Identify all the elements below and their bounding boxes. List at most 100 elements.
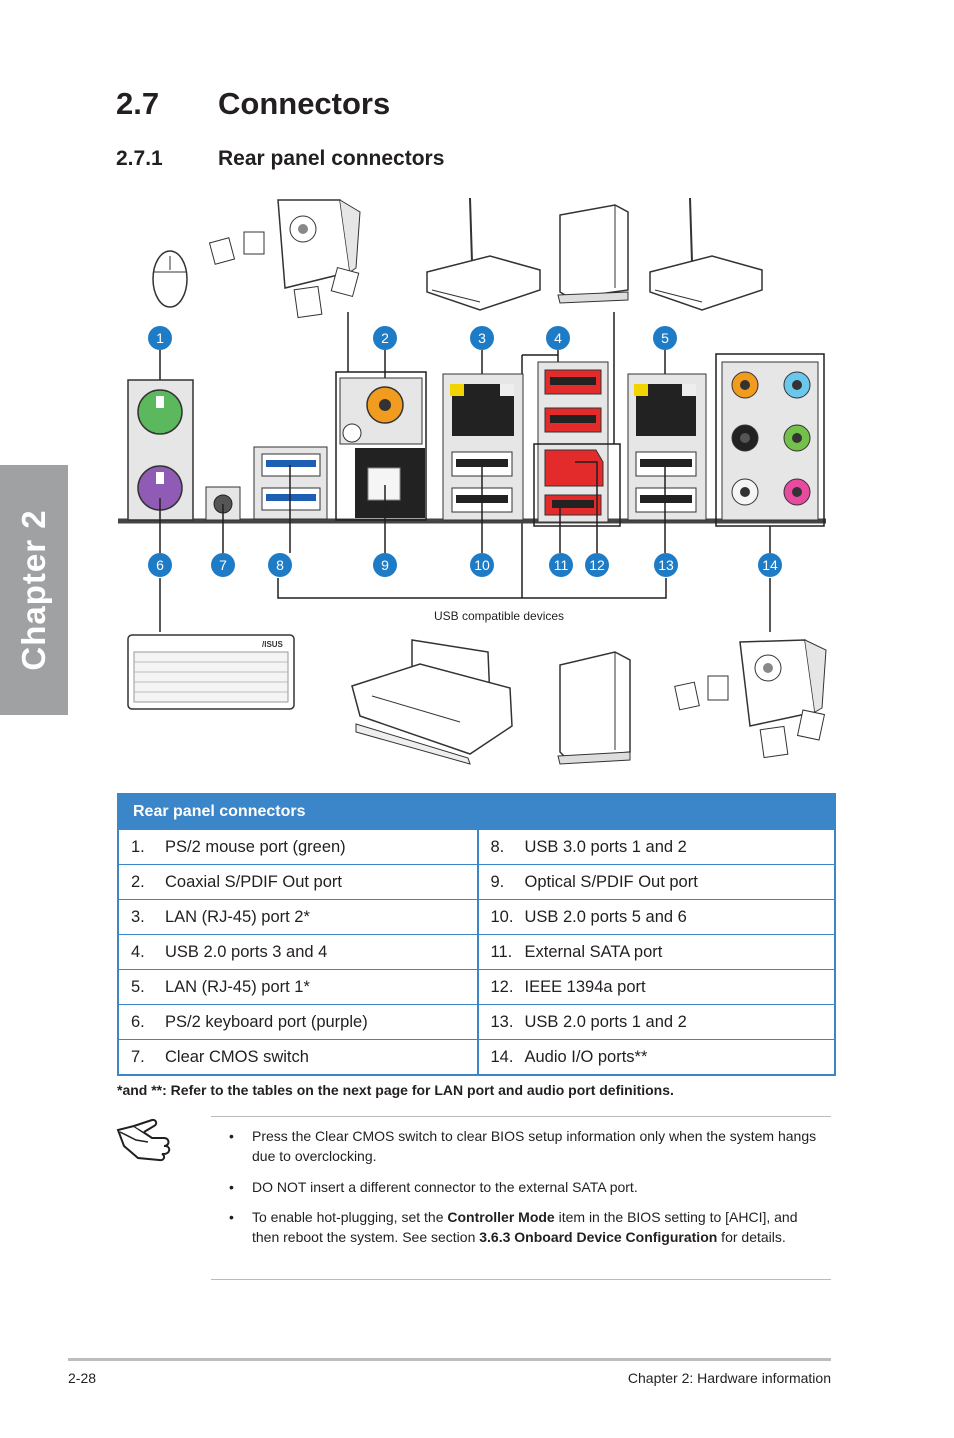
item-number: 9. [490, 873, 505, 891]
callout-7: 7 [211, 553, 235, 577]
item-label: IEEE 1394a port [524, 978, 646, 996]
svg-text:12: 12 [589, 557, 605, 573]
bullet-dot: • [229, 1128, 234, 1144]
note-text-part: for details. [717, 1229, 786, 1245]
item-number: 13. [490, 1013, 514, 1031]
subsection-title-text: Rear panel connectors [218, 147, 445, 170]
item-label: USB 2.0 ports 3 and 4 [165, 943, 328, 961]
item-label: LAN (RJ-45) port 1* [165, 978, 310, 996]
table-cell: 5.LAN (RJ-45) port 1* [119, 970, 477, 1004]
page-number: 2-28 [68, 1370, 97, 1386]
table-row: 2.Coaxial S/PDIF Out port 9. Optical S/PD… [119, 864, 834, 899]
item-label: USB 2.0 ports 1 and 2 [524, 1013, 687, 1031]
section-title: 2.7 Connectors [116, 86, 390, 122]
svg-text:8: 8 [276, 557, 284, 573]
callout-1: 1 [148, 326, 172, 350]
table-footnote: *and **: Refer to the tables on the next… [117, 1082, 674, 1098]
svg-text:14: 14 [762, 557, 778, 573]
table-cell: 7. Clear CMOS switch [119, 1040, 477, 1074]
controller-mode-term: Controller Mode [447, 1209, 555, 1225]
svg-text:2: 2 [381, 330, 389, 346]
item-label: External SATA port [524, 943, 663, 961]
external-drive-icon-bottom [557, 651, 631, 765]
note-text: To enable hot-plugging, set the Controll… [252, 1207, 819, 1247]
callout-8: 8 [268, 553, 292, 577]
table-row: 1.PS/2 mouse port (green) 8.USB 3.0 port… [119, 829, 834, 864]
bullet-dot: • [229, 1179, 234, 1195]
table-row: 7. Clear CMOS switch 14. Audio I/O ports** [119, 1039, 834, 1074]
table-row: 5.LAN (RJ-45) port 1* 12. IEEE 1394a port [119, 969, 834, 1004]
svg-text:11: 11 [554, 557, 569, 573]
table-cell: 3. LAN (RJ-45) port 2* [119, 900, 477, 934]
item-number: 7. [131, 1048, 145, 1066]
svg-text:9: 9 [381, 557, 389, 573]
item-number: 1. [131, 838, 145, 856]
svg-text:4: 4 [554, 330, 562, 346]
item-label: Coaxial S/PDIF Out port [165, 873, 342, 891]
note-text: Press the Clear CMOS switch to clear BIO… [252, 1128, 817, 1164]
ps2-mouse-port [137, 389, 183, 435]
item-label: LAN (RJ-45) port 2* [165, 908, 310, 926]
callout-3: 3 [470, 326, 494, 350]
item-label: Optical S/PDIF Out port [524, 873, 698, 891]
item-label: Clear CMOS switch [165, 1048, 309, 1066]
callout-12: 12 [585, 553, 609, 577]
item-number: 8. [490, 838, 505, 856]
note-text-part: item in the BIOS setting to [AHCI], and … [252, 1209, 798, 1245]
svg-text:7: 7 [219, 557, 227, 573]
note-bullet-3: • To enable hot-plugging, set the Contro… [229, 1207, 819, 1247]
mouse-icon [152, 250, 188, 308]
bullet-dot: • [229, 1209, 234, 1225]
callout-13: 13 [654, 553, 678, 577]
table-cell: 2.Coaxial S/PDIF Out port [119, 865, 477, 899]
section-number: 2.7 [116, 86, 160, 121]
callout-9: 9 [373, 553, 397, 577]
note-box: • Press the Clear CMOS switch to clear B… [211, 1116, 831, 1280]
usb-devices-label: USB compatible devices [434, 609, 564, 623]
svg-text:5: 5 [661, 330, 669, 346]
item-number: 3. [131, 908, 145, 926]
item-number: 14. [490, 1048, 514, 1066]
svg-text:13: 13 [658, 557, 674, 573]
table-row: 4. USB 2.0 ports 3 and 4 11. External SATA… [119, 934, 834, 969]
callout-6: 6 [148, 553, 172, 577]
footer-chapter-title: Chapter 2: Hardware information [627, 1370, 831, 1386]
keyboard-logo-text: /ISUS [262, 640, 284, 649]
printer-icon [351, 639, 513, 765]
item-label: Audio I/O ports** [524, 1048, 648, 1066]
item-number: 12. [490, 978, 514, 996]
item-number: 6. [131, 1013, 145, 1031]
item-number: 11. [490, 943, 513, 961]
note-text: DO NOT insert a different connector to t… [252, 1179, 638, 1195]
table-header: Rear panel connectors [119, 795, 834, 829]
table-cell: 14. Audio I/O ports** [476, 1040, 835, 1074]
router-icon-right [649, 197, 763, 311]
subsection-title: 2.7.1 Rear panel connectors [116, 147, 444, 171]
item-number: 4. [131, 943, 145, 961]
item-label: USB 2.0 ports 5 and 6 [524, 908, 687, 926]
router-icon-left [426, 197, 541, 311]
svg-text:3: 3 [478, 330, 486, 346]
callout-2: 2 [373, 326, 397, 350]
item-label: PS/2 keyboard port (purple) [165, 1013, 368, 1031]
rear-panel-diagram: 1 2 3 4 5 6 7 8 9 10 11 12 13 14 USB com… [118, 197, 827, 765]
section-title-text: Connectors [218, 86, 391, 121]
table-cell: 1. PS/2 mouse port (green) [119, 830, 477, 864]
callout-5: 5 [653, 326, 677, 350]
svg-text:10: 10 [474, 557, 490, 573]
speakers-icon-top [208, 199, 361, 319]
bottom-leader-lines [159, 461, 771, 632]
item-number: 10. [490, 908, 514, 926]
io-panel [118, 353, 826, 527]
table-row: 6. PS/2 keyboard port (purple) 13. USB 2.0… [119, 1004, 834, 1039]
chapter-side-tab: Chapter 2 [0, 465, 68, 715]
table-cell: 9. Optical S/PDIF Out port [476, 865, 835, 899]
table-cell: 12. IEEE 1394a port [476, 970, 835, 1004]
note-bullet-1: • Press the Clear CMOS switch to clear B… [229, 1126, 819, 1166]
table-cell: 6. PS/2 keyboard port (purple) [119, 1005, 477, 1039]
item-label: PS/2 mouse port (green) [165, 838, 346, 856]
section-reference: 3.6.3 Onboard Device Configuration [479, 1229, 718, 1245]
table-row: 3. LAN (RJ-45) port 2* 10. USB 2.0 ports 5… [119, 899, 834, 934]
subsection-number: 2.7.1 [116, 147, 163, 170]
note-bullet-2: • DO NOT insert a different connector to… [229, 1177, 819, 1197]
